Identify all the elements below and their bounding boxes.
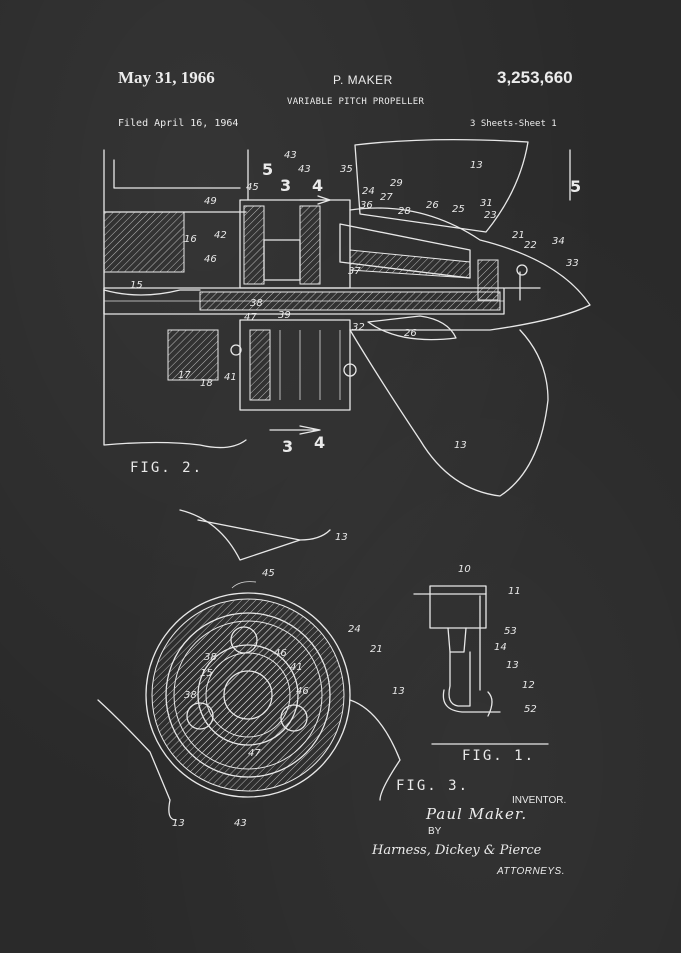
figure-1-drawing xyxy=(413,585,549,745)
attorneys-label: ATTORNEYS. xyxy=(497,866,565,877)
ref-16: 16 xyxy=(184,234,197,245)
ref-39: 39 xyxy=(278,310,291,321)
ref-13-fig1: 13 xyxy=(506,660,519,671)
ref-43-a: 43 xyxy=(284,150,297,161)
ref-24-fig3: 24 xyxy=(348,624,361,635)
ref-15-fig2: 15 xyxy=(130,280,143,291)
ref-53: 53 xyxy=(504,626,517,637)
ref-10: 10 xyxy=(458,564,471,575)
inventor-signature: Paul Maker. xyxy=(426,805,528,823)
ref-13-fig3-right: 13 xyxy=(392,686,405,697)
ref-11: 11 xyxy=(508,586,521,597)
ref-43-fig3: 43 xyxy=(234,818,247,829)
figure-2-label: FIG. 2. xyxy=(130,460,203,476)
ref-35: 35 xyxy=(340,164,353,175)
filing-date: Filed April 16, 1964 xyxy=(118,118,239,129)
section-marker-4-top: 4 xyxy=(312,176,323,195)
section-marker-4-bottom: 4 xyxy=(314,433,325,452)
ref-47-fig2: 47 xyxy=(244,312,257,323)
ref-27: 27 xyxy=(380,192,393,203)
sheet-count: 3 Sheets-Sheet 1 xyxy=(470,119,557,129)
ref-23: 23 xyxy=(484,210,497,221)
ref-38-fig2: 38 xyxy=(250,298,263,309)
ref-46-fig3-top: 46 xyxy=(274,648,287,659)
inventor-name: P. MAKER xyxy=(333,73,393,87)
ref-22: 22 xyxy=(524,240,537,251)
figure-1-label: FIG. 1. xyxy=(462,748,535,764)
ref-42: 42 xyxy=(214,230,227,241)
by-label: BY xyxy=(428,826,442,837)
ref-36: 36 xyxy=(360,200,373,211)
ref-12: 12 xyxy=(522,680,535,691)
ref-45-fig3: 45 xyxy=(262,568,275,579)
ref-24-fig2: 24 xyxy=(362,186,375,197)
ref-41-fig2: 41 xyxy=(224,372,237,383)
ref-13-lower-blade: 13 xyxy=(454,440,467,451)
ref-17: 17 xyxy=(178,370,191,381)
patent-date: May 31, 1966 xyxy=(118,68,215,87)
ref-37: 37 xyxy=(348,266,361,277)
section-marker-3-top: 3 xyxy=(280,176,291,195)
ref-21-fig3: 21 xyxy=(370,644,383,655)
ref-31: 31 xyxy=(480,198,493,209)
ref-49: 49 xyxy=(204,196,217,207)
ref-38-fig3-bottom: 38 xyxy=(184,690,197,701)
ref-28: 28 xyxy=(398,206,411,217)
patent-number: 3,253,660 xyxy=(497,68,573,87)
ref-26-lower: 26 xyxy=(404,328,417,339)
ref-29: 29 xyxy=(390,178,403,189)
ref-34: 34 xyxy=(552,236,565,247)
ref-26-upper: 26 xyxy=(426,200,439,211)
section-marker-3-bottom: 3 xyxy=(282,437,293,456)
ref-13-fig3-bottom: 13 xyxy=(172,818,185,829)
ref-33: 33 xyxy=(566,258,579,269)
ref-41-fig3: 41 xyxy=(290,662,303,673)
attorney-signature: Harness, Dickey & Pierce xyxy=(372,843,542,858)
ref-45-fig2: 45 xyxy=(246,182,259,193)
ref-38-fig3-top: 38 xyxy=(204,652,217,663)
ref-13-upper-blade: 13 xyxy=(470,160,483,171)
ref-21-fig2: 21 xyxy=(512,230,525,241)
patent-title: VARIABLE PITCH PROPELLER xyxy=(287,97,425,107)
section-marker-5-right: 5 xyxy=(570,177,581,196)
figure-2-drawing xyxy=(103,138,591,497)
section-marker-5-left: 5 xyxy=(262,160,273,179)
ref-18: 18 xyxy=(200,378,213,389)
ref-32: 32 xyxy=(352,322,365,333)
ref-43-b: 43 xyxy=(298,164,311,175)
ref-13-fig3-top: 13 xyxy=(335,532,348,543)
figure-3-drawing xyxy=(97,509,401,821)
ref-47-fig3: 47 xyxy=(248,748,261,759)
ref-46-fig3-bottom: 46 xyxy=(296,686,309,697)
ref-46-fig2: 46 xyxy=(204,254,217,265)
ref-15-fig3: 15 xyxy=(200,668,213,679)
inventor-label: INVENTOR. xyxy=(512,795,567,806)
ref-25: 25 xyxy=(452,204,465,215)
ref-14: 14 xyxy=(494,642,507,653)
ref-52: 52 xyxy=(524,704,537,715)
figure-3-label: FIG. 3. xyxy=(396,778,469,794)
